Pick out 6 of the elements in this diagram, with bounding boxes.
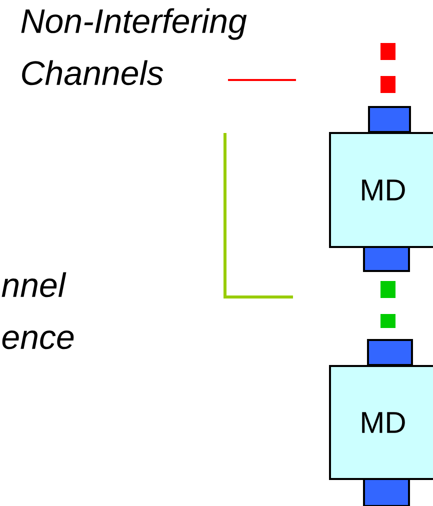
device-box: MD <box>329 339 433 506</box>
dotted-connector <box>380 281 396 328</box>
dotted-connector <box>380 43 396 95</box>
legend-label: nnel ence <box>2 272 74 350</box>
legend-label: Non-Interfering Channels <box>21 8 247 86</box>
device-box: MD <box>329 106 433 272</box>
